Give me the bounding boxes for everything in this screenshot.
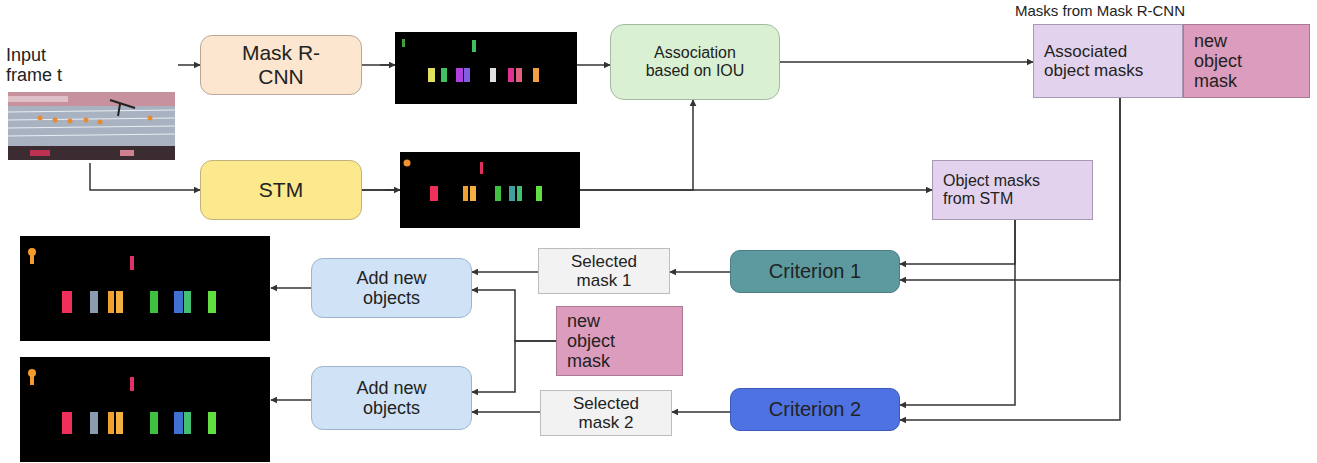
data-label: new object mask [1194, 31, 1264, 91]
data-box: Object masks from STM [932, 160, 1093, 220]
data-box: Selected mask 2 [540, 390, 672, 436]
process-label: Association based on IOU [635, 44, 755, 80]
connector-arrow [900, 220, 1015, 264]
connector-arrow [780, 61, 1033, 63]
data-label: Object masks from STM [943, 172, 1073, 208]
mask-output-image [395, 32, 577, 104]
criterion-box: Criterion 2 [730, 388, 900, 431]
input-frame: Input frame t [6, 45, 178, 163]
mask-group: Masks from Mask R-CNN Associated object m… [1015, 3, 1313, 99]
data-label: new object mask [567, 311, 637, 371]
process-label: Add new objects [347, 378, 437, 418]
connector-arrow [900, 98, 1120, 280]
process-label: Mask R-CNN [241, 41, 321, 88]
process-box: Mask R-CNN [200, 35, 362, 95]
data-box: Selected mask 1 [538, 248, 670, 294]
input-label: Input frame t [6, 45, 84, 85]
connector-arrow [900, 98, 1120, 420]
track-photo [8, 92, 175, 160]
process-label: STM [259, 178, 303, 202]
result-image [20, 236, 270, 341]
group-heading: Masks from Mask R-CNN [1015, 3, 1313, 20]
data-label: Selected mask 1 [559, 252, 649, 290]
connector-arrow [472, 341, 556, 392]
connector-arrow [472, 290, 556, 341]
connector-arrow [472, 271, 538, 273]
data-box: Associated object masks [1033, 24, 1183, 98]
data-label: Selected mask 2 [561, 394, 651, 432]
criterion-label: Criterion 2 [769, 398, 861, 420]
process-box: Add new objects [311, 366, 472, 430]
process-box: STM [200, 160, 362, 220]
process-label: Add new objects [347, 268, 437, 308]
connector-arrow [472, 411, 540, 413]
process-box: Association based on IOU [610, 24, 780, 100]
data-box: new object mask [556, 306, 683, 376]
criterion-box: Criterion 1 [730, 250, 900, 293]
process-box: Add new objects [311, 258, 472, 318]
data-label: Associated object masks [1044, 42, 1154, 80]
connector-arrow [90, 163, 200, 190]
stm-output-image [400, 152, 580, 228]
connector-arrow [900, 220, 1015, 405]
result-image [20, 357, 270, 462]
criterion-label: Criterion 1 [769, 260, 861, 282]
connector-arrow [670, 271, 730, 273]
data-box: new object mask [1183, 24, 1310, 98]
connector-arrow [178, 64, 200, 66]
connector-arrow [672, 411, 730, 413]
